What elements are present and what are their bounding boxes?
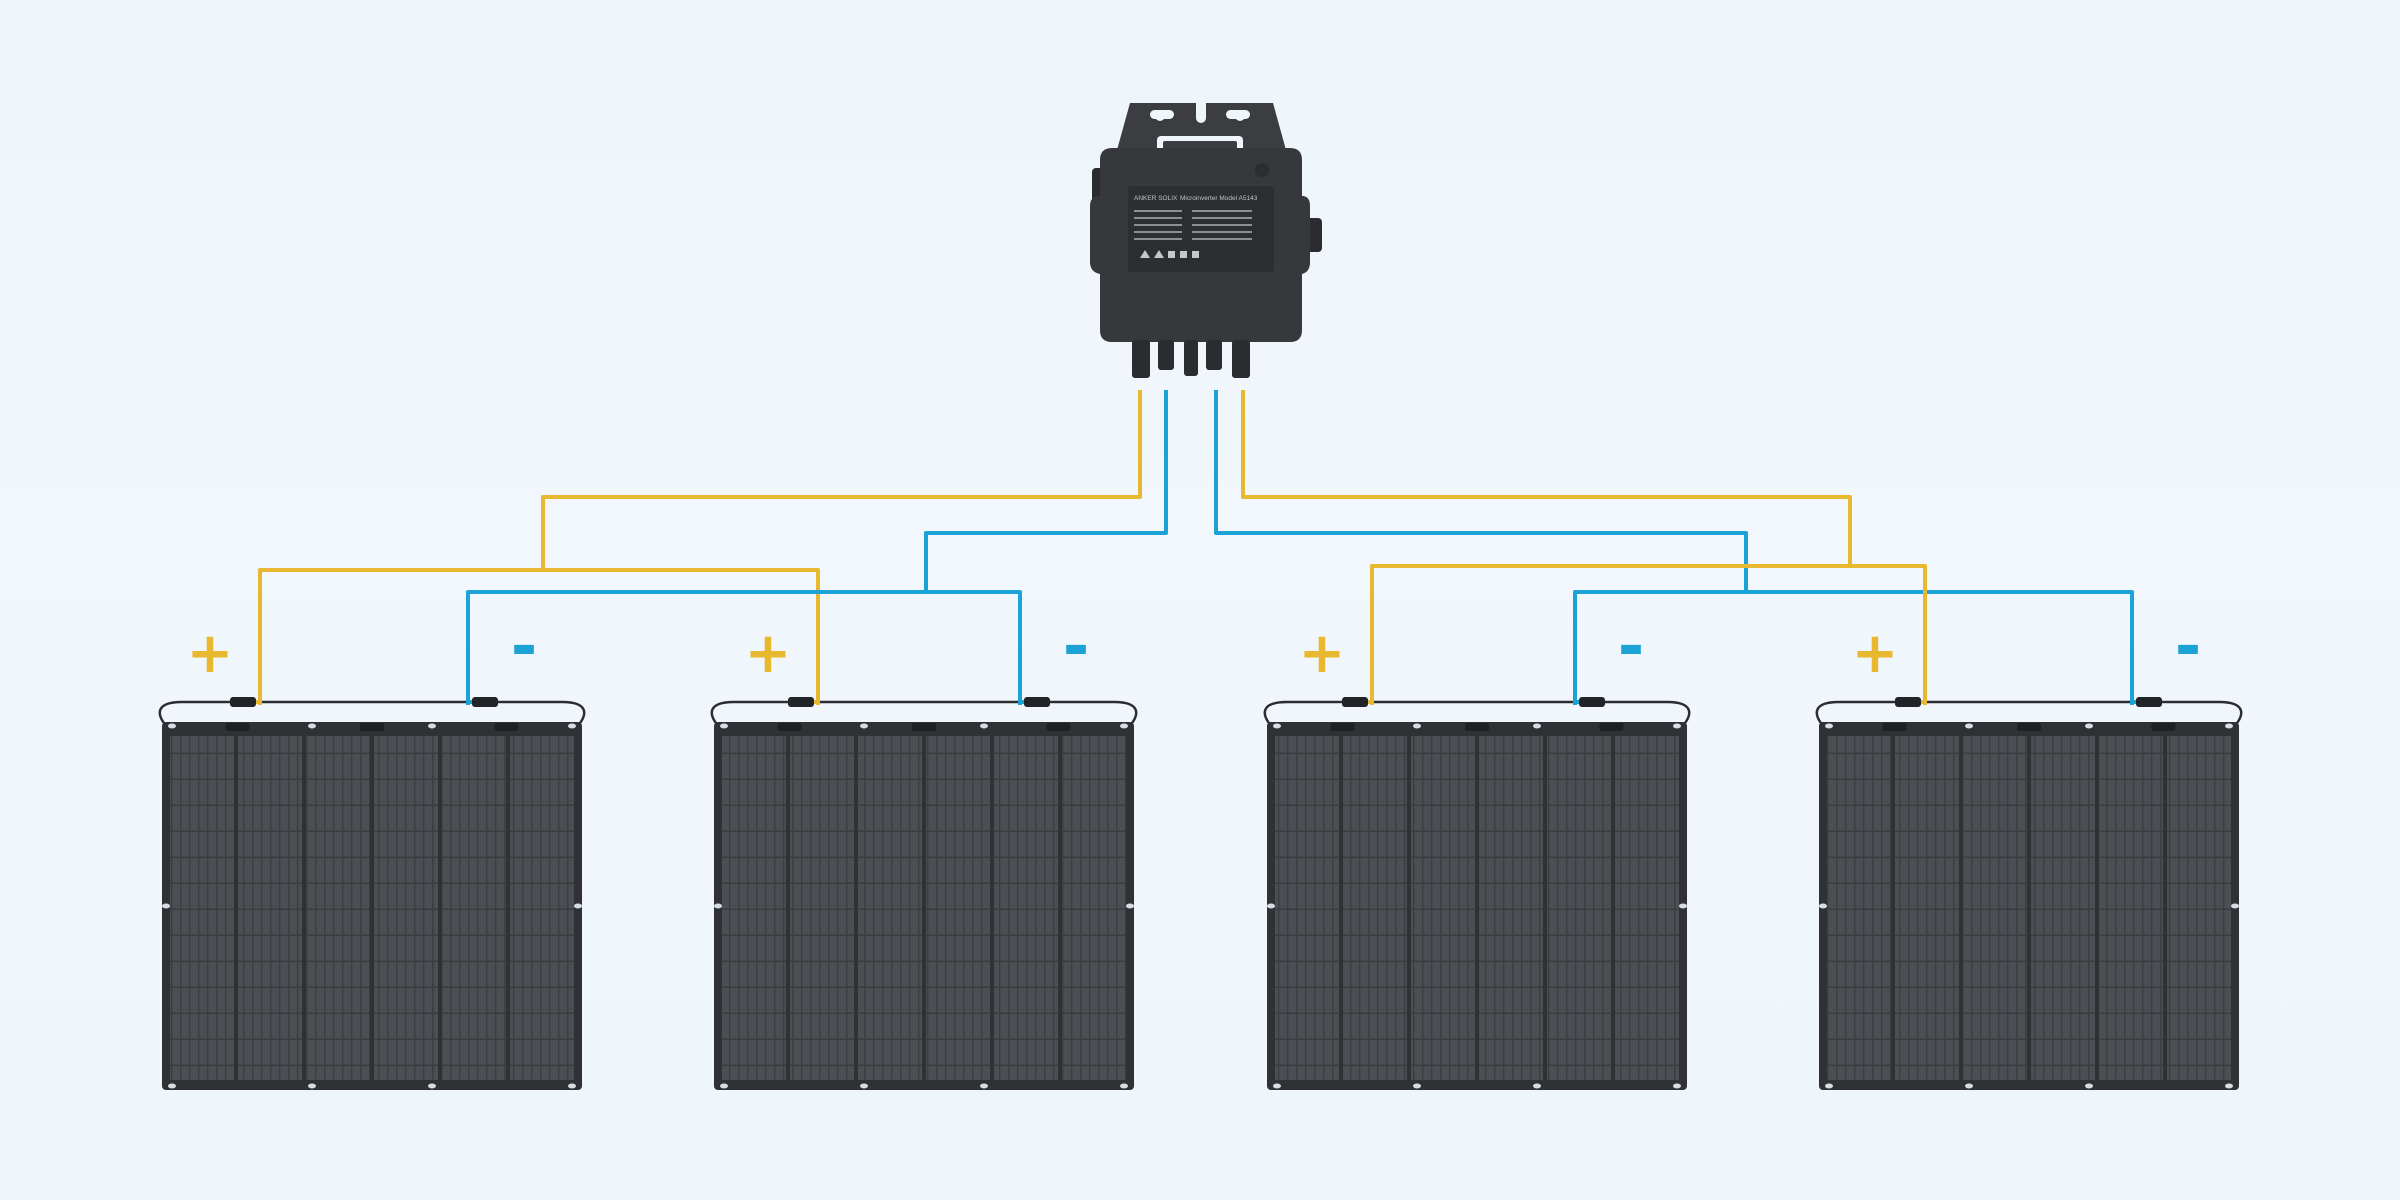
cell-column <box>790 736 854 1080</box>
negative-label: - <box>1618 610 1645 684</box>
cell-column <box>1411 736 1475 1080</box>
cell-column <box>1343 736 1407 1080</box>
cell-column <box>722 736 786 1080</box>
positive-wire <box>543 568 820 705</box>
cell-column <box>1479 736 1543 1080</box>
cell-column <box>1547 736 1611 1080</box>
cell-column <box>1963 736 2027 1080</box>
negative-wire <box>1746 590 2134 705</box>
cell-column <box>306 736 370 1080</box>
positive-label: + <box>1852 621 1899 686</box>
inverter-model: Microinverter Model A5143 <box>1180 195 1258 202</box>
positive-label: + <box>187 621 234 686</box>
positive-label: + <box>745 621 792 686</box>
positive-label: + <box>1299 621 1346 686</box>
polarity-labels: + - + - + - + - <box>187 610 2202 686</box>
negative-connector <box>1024 697 1050 707</box>
cell-column <box>238 736 302 1080</box>
cell-column <box>2167 736 2231 1080</box>
cell-column <box>1615 736 1679 1080</box>
cell-column <box>1827 736 1891 1080</box>
cell-column <box>994 736 1058 1080</box>
negative-label: - <box>2175 610 2202 684</box>
cell-column <box>170 736 234 1080</box>
solar-panel <box>710 697 1138 1090</box>
positive-connector <box>788 697 814 707</box>
microinverter-icon: ANKER SOLIX Microinverter Model A5143 <box>1090 103 1322 378</box>
cell-column <box>1062 736 1126 1080</box>
negative-connector <box>2136 697 2162 707</box>
positive-connector <box>1342 697 1368 707</box>
cell-column <box>926 736 990 1080</box>
cell-column <box>442 736 506 1080</box>
negative-wire <box>1214 390 1748 705</box>
wires <box>258 390 2134 705</box>
panel-cable <box>158 700 586 731</box>
cell-column <box>1895 736 1959 1080</box>
cell-column <box>374 736 438 1080</box>
panel-cable <box>1815 700 2243 731</box>
positive-connector <box>1895 697 1921 707</box>
solar-panel <box>158 697 586 1090</box>
positive-wire <box>258 390 1142 705</box>
negative-connector <box>472 697 498 707</box>
negative-label: - <box>511 610 538 684</box>
cell-column <box>1275 736 1339 1080</box>
positive-wire <box>1850 564 1927 705</box>
cell-column <box>510 736 574 1080</box>
negative-label: - <box>1063 610 1090 684</box>
solar-panels <box>158 697 2243 1090</box>
cell-column <box>858 736 922 1080</box>
negative-wire <box>926 590 1022 705</box>
solar-panel <box>1815 697 2243 1090</box>
solar-panel <box>1263 697 1691 1090</box>
inverter-brand: ANKER SOLIX <box>1134 195 1178 202</box>
cell-column <box>2031 736 2095 1080</box>
panel-cable <box>1263 700 1691 731</box>
positive-connector <box>230 697 256 707</box>
negative-connector <box>1579 697 1605 707</box>
positive-wire <box>1241 390 1852 705</box>
cell-column <box>2099 736 2163 1080</box>
panel-cable <box>710 700 1138 731</box>
negative-wire <box>466 390 1168 705</box>
